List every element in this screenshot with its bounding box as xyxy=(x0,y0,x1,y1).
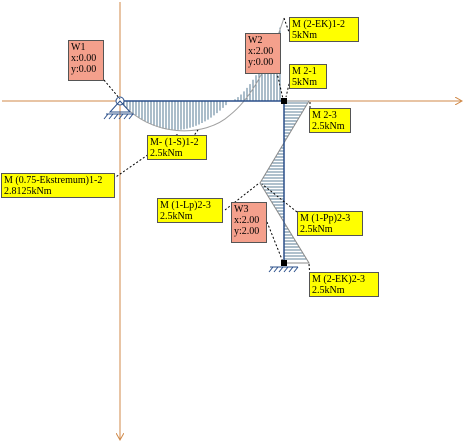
node-name: W3 xyxy=(234,204,249,215)
moment-label-lp-2-3: M (1-Lp)2-3 2.5kNm xyxy=(157,198,223,223)
moment-name: M (1-Lp)2-3 xyxy=(160,200,211,211)
moment-label-2ek-2-3: M (2-EK)2-3 2.5kNm xyxy=(309,272,379,297)
moment-value: 2.5kNm xyxy=(312,121,345,132)
moment-label-extremum-1-2: M (0.75-Ekstremum)1-2 2.8125kNm xyxy=(1,173,115,198)
fixed-support-w3 xyxy=(268,260,299,273)
pin-support-w1 xyxy=(103,96,134,120)
node-label-w2: W2 x:2.00 y:0.00 xyxy=(245,33,281,74)
moment-name: M (1-Pp)2-3 xyxy=(300,213,351,224)
moment-value: 2.5kNm xyxy=(160,211,193,222)
node-x: x:0.00 xyxy=(71,53,97,64)
column-moment-outline xyxy=(259,100,310,264)
moment-name: M (2-EK)1-2 xyxy=(292,19,346,30)
node-x: x:2.00 xyxy=(234,215,260,226)
node-x: x:2.00 xyxy=(248,46,274,57)
moment-name: M (2-EK)2-3 xyxy=(312,274,366,285)
moment-label-1s-1-2: M- (1-S)1-2 2.5kNm xyxy=(147,135,207,160)
moment-name: M (0.75-Ekstremum)1-2 xyxy=(4,175,103,186)
moment-label-2-3: M 2-3 2.5kNm xyxy=(309,108,351,133)
node-y: y:0.00 xyxy=(71,64,97,75)
moment-value: 5kNm xyxy=(292,30,317,41)
moment-name: M 2-1 xyxy=(292,66,317,77)
moment-label-2ek-1-2: M (2-EK)1-2 5kNm xyxy=(289,17,359,42)
node-label-w3: W3 x:2.00 y:2.00 xyxy=(231,202,267,243)
beam-moment-hatch xyxy=(123,27,281,130)
moment-value: 2.8125kNm xyxy=(4,186,52,197)
moment-value: 5kNm xyxy=(292,77,317,88)
moment-label-pp-2-3: M (1-Pp)2-3 2.5kNm xyxy=(297,211,363,236)
moment-value: 2.5kNm xyxy=(312,285,345,296)
moment-value: 2.5kNm xyxy=(300,224,333,235)
node-label-w1: W1 x:0.00 y:0.00 xyxy=(68,40,104,81)
moment-name: M- (1-S)1-2 xyxy=(150,137,199,148)
moment-label-2-1: M 2-1 5kNm xyxy=(289,64,327,89)
column-moment-hatch xyxy=(260,102,308,260)
node-y: y:2.00 xyxy=(234,226,260,237)
node-y: y:0.00 xyxy=(248,57,274,68)
rigid-joint-w2 xyxy=(281,98,287,104)
node-name: W1 xyxy=(71,42,86,53)
moment-name: M 2-3 xyxy=(312,110,337,121)
moment-value: 2.5kNm xyxy=(150,148,183,159)
node-name: W2 xyxy=(248,35,263,46)
